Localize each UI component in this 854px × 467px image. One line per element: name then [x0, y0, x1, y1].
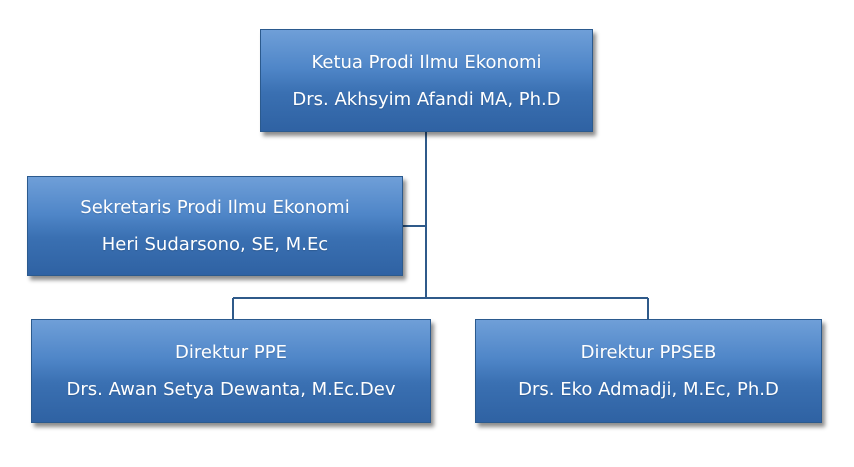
- ketua-prodi-title: Ketua Prodi Ilmu Ekonomi: [311, 51, 542, 73]
- direktur-ppseb-box: Direktur PPSEB Drs. Eko Admadji, M.Ec, P…: [475, 319, 822, 423]
- direktur-ppe-box: Direktur PPE Drs. Awan Setya Dewanta, M.…: [31, 319, 431, 423]
- direktur-ppseb-title: Direktur PPSEB: [580, 342, 717, 363]
- ketua-prodi-name: Drs. Akhsyim Afandi MA, Ph.D: [292, 88, 561, 110]
- direktur-ppe-name: Drs. Awan Setya Dewanta, M.Ec.Dev: [66, 379, 396, 400]
- direktur-ppe-title: Direktur PPE: [174, 342, 288, 363]
- direktur-ppseb-name: Drs. Eko Admadji, M.Ec, Ph.D: [518, 379, 779, 400]
- ketua-prodi-box: Ketua Prodi Ilmu Ekonomi Drs. Akhsyim Af…: [260, 29, 593, 132]
- sekretaris-prodi-title: Sekretaris Prodi Ilmu Ekonomi: [80, 197, 350, 218]
- sekretaris-prodi-box: Sekretaris Prodi Ilmu Ekonomi Heri Sudar…: [27, 176, 403, 276]
- sekretaris-prodi-name: Heri Sudarsono, SE, M.Ec: [101, 234, 329, 255]
